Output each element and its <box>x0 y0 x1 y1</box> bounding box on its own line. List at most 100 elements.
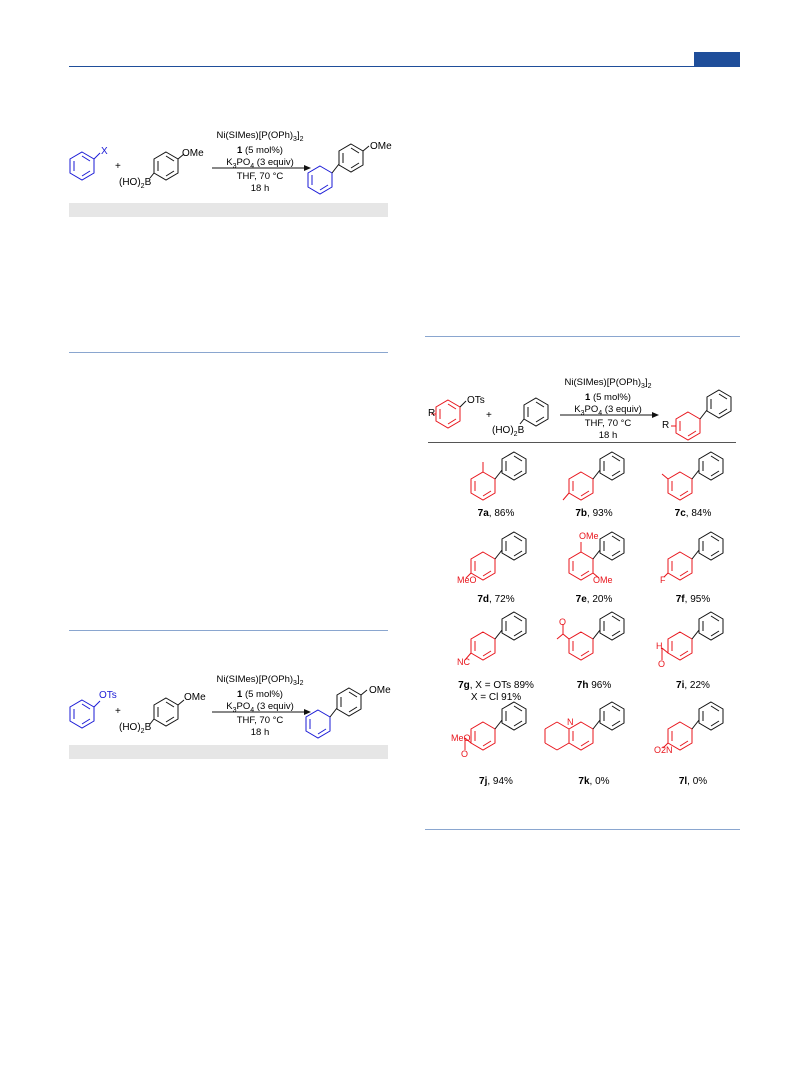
boronic-label: (HO)2B <box>119 177 152 190</box>
compound-id: 7l <box>678 776 688 787</box>
catalyst-loading: 1 (5 mol%) <box>237 145 283 157</box>
scheme-divider <box>428 442 736 443</box>
section-rule <box>69 352 388 353</box>
compound-yield: , X = OTs 89% <box>469 680 534 691</box>
compound-caption: 7b, 93% <box>549 508 639 520</box>
table-header-bar <box>69 745 388 759</box>
compound-id: 7h <box>576 680 589 691</box>
ots-label: OTs <box>467 395 485 406</box>
structure-7b <box>562 451 625 501</box>
compound-id: 7e <box>575 594 587 605</box>
solvent-temp: THF, 70 °C <box>236 171 284 182</box>
substituent-label: O <box>559 617 567 627</box>
structure-7j <box>464 701 527 751</box>
compound-yield: , 20% <box>586 594 613 605</box>
compound-id: 7g <box>458 680 470 691</box>
compound-caption: 7d, 72% <box>451 594 541 606</box>
page-tab <box>694 52 740 66</box>
conditions: Ni(SIMes)[P(OPh)3]2 1 (5 mol%) K3PO4 (3 … <box>556 377 660 419</box>
boronic-label: (HO)2B <box>119 722 152 735</box>
section-rule <box>69 630 388 631</box>
compound-caption: 7g, X = OTs 89%X = Cl 91% <box>451 680 541 704</box>
structure-7k <box>544 701 625 751</box>
header-rule <box>69 66 740 67</box>
conditions: Ni(SIMes)[P(OPh)3]2 1 (5 mol%) K3PO4 (3 … <box>210 130 310 172</box>
product-ome-label: OMe <box>370 141 392 152</box>
compound-yield: , 22% <box>684 680 710 691</box>
structure-7e <box>568 531 625 581</box>
product-structure <box>305 687 368 739</box>
compound-yield: , 93% <box>587 508 613 519</box>
base: K3PO4 (3 equiv) <box>574 403 642 417</box>
compound-caption: 7l, 0% <box>648 776 738 788</box>
compound-caption: 7i, 22% <box>648 680 738 692</box>
section-rule <box>425 336 740 337</box>
catalyst-loading: 1 (5 mol%) <box>585 392 631 404</box>
structure-7i <box>661 611 724 661</box>
compound-id: 7d <box>477 594 490 605</box>
table-header-bar <box>69 203 388 217</box>
structure-7l <box>662 701 724 751</box>
plus-sign: + <box>115 161 121 172</box>
compound-yield-line2: X = Cl 91% <box>470 692 522 703</box>
plus-sign: + <box>115 706 121 717</box>
compound-id: 7j <box>479 776 488 787</box>
catalyst-loading: 1 (5 mol%) <box>237 689 283 701</box>
substituent-label: N <box>567 717 574 727</box>
compound-caption: 7h 96% <box>549 680 639 692</box>
compound-caption: 7f, 95% <box>648 594 738 606</box>
structure-7g <box>464 611 527 661</box>
solvent-temp: THF, 70 °C <box>584 418 632 429</box>
compound-yield: , 0% <box>687 776 708 787</box>
substituent-label: MeO <box>457 575 477 585</box>
compound-id: 7i <box>676 680 685 691</box>
compound-7b: 7b, 93% <box>549 450 639 530</box>
compound-yield: , 84% <box>685 508 712 519</box>
compound-yield: , 86% <box>488 508 515 519</box>
phenylboronic-acid-structure <box>519 397 549 427</box>
substrate-structure <box>431 399 467 429</box>
reaction-arrow <box>212 709 311 715</box>
base: K3PO4 (3 equiv) <box>226 700 294 714</box>
compound-7l: O2N 7l, 0% <box>648 700 738 787</box>
structure-7a <box>470 451 527 501</box>
compound-caption: 7c, 84% <box>648 508 738 520</box>
ome-label: OMe <box>182 148 204 159</box>
r-label: R <box>428 408 436 419</box>
plus-sign: + <box>486 410 492 421</box>
substituent-label: O2N <box>654 745 673 755</box>
product-structure <box>671 389 732 441</box>
aryl-halide-structure <box>69 151 101 181</box>
time: 18 h <box>598 429 618 441</box>
solvent-temp: THF, 70 °C <box>236 715 284 726</box>
substituent-label: OMe <box>593 575 613 585</box>
substituent-label: H <box>656 641 663 651</box>
compound-yield: , 94% <box>487 776 513 787</box>
compound-id: 7a <box>477 508 489 519</box>
product-r-label: R <box>662 420 670 431</box>
compound-yield: , 95% <box>684 594 711 605</box>
compound-caption: 7j, 94% <box>451 776 541 788</box>
time: 18 h <box>250 726 270 738</box>
compound-caption: 7e, 20% <box>549 594 639 606</box>
reaction-arrow <box>212 165 311 171</box>
compound-7a: 7a, 86% <box>451 450 541 530</box>
structure-7h <box>556 611 625 661</box>
conditions-below: THF, 70 °C 18 h <box>210 171 310 194</box>
catalyst: Ni(SIMes)[P(OPh)3]2 <box>564 377 652 390</box>
catalyst: Ni(SIMes)[P(OPh)3]2 <box>216 674 304 687</box>
conditions-below: THF, 70 °C 18 h <box>558 418 658 441</box>
structure-7f <box>663 531 724 581</box>
compound-7h: O 7h 96% <box>549 610 639 692</box>
x-label: X <box>101 146 108 157</box>
compound-yield: , 72% <box>489 594 515 605</box>
boronic-acid-structure <box>149 151 185 181</box>
base: K3PO4 (3 equiv) <box>226 156 294 170</box>
compound-yield: 96% <box>588 680 612 691</box>
ome-label: OMe <box>184 692 206 703</box>
